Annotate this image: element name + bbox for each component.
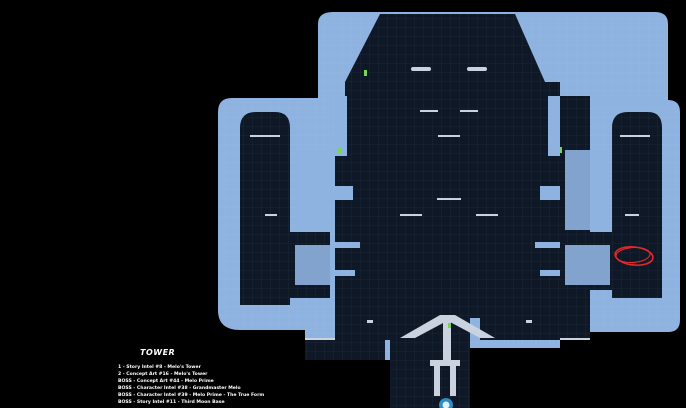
- platform: [560, 338, 590, 340]
- list-item: BOSS - Concept Art #44 - Melo Prime: [118, 379, 214, 384]
- platform: [620, 135, 650, 137]
- list-item: 1 - Story Intel #8 - Melo's Tower: [118, 365, 201, 370]
- platform: [467, 67, 487, 71]
- list-item: BOSS - Character Intel #39 - Melo Prime …: [118, 393, 265, 398]
- platform: [476, 214, 498, 216]
- platform: [437, 198, 461, 200]
- markers: [338, 70, 562, 328]
- area-title: TOWER: [140, 348, 176, 357]
- save-marker-icon[interactable]: [364, 70, 367, 76]
- platform: [265, 214, 277, 216]
- platform: [526, 320, 532, 323]
- save-marker-icon[interactable]: [559, 147, 562, 153]
- lower-gate: [400, 315, 495, 396]
- platform: [411, 67, 431, 71]
- portal-icon[interactable]: [439, 398, 453, 408]
- collectibles-list: 1 - Story Intel #8 - Melo's Tower 2 - Co…: [118, 364, 264, 406]
- list-item: BOSS - Story Intel #11 - Third Moon Base: [118, 400, 225, 405]
- hall-ledges: [335, 96, 560, 276]
- platform: [400, 214, 422, 216]
- platform: [420, 110, 438, 112]
- save-marker-icon[interactable]: [448, 323, 451, 328]
- platform: [438, 135, 460, 137]
- save-marker-icon[interactable]: [338, 147, 341, 153]
- list-item: 2 - Concept Art #16 - Melo's Tower: [118, 372, 208, 377]
- list-item: BOSS - Character Intel #38 - Grandmaster…: [118, 386, 241, 391]
- platform: [250, 135, 280, 137]
- platform: [625, 214, 639, 216]
- platform: [460, 110, 478, 112]
- red-circle-annotation-icon: [614, 246, 654, 266]
- platform: [367, 320, 373, 323]
- platform: [305, 338, 335, 340]
- platforms: [250, 67, 650, 340]
